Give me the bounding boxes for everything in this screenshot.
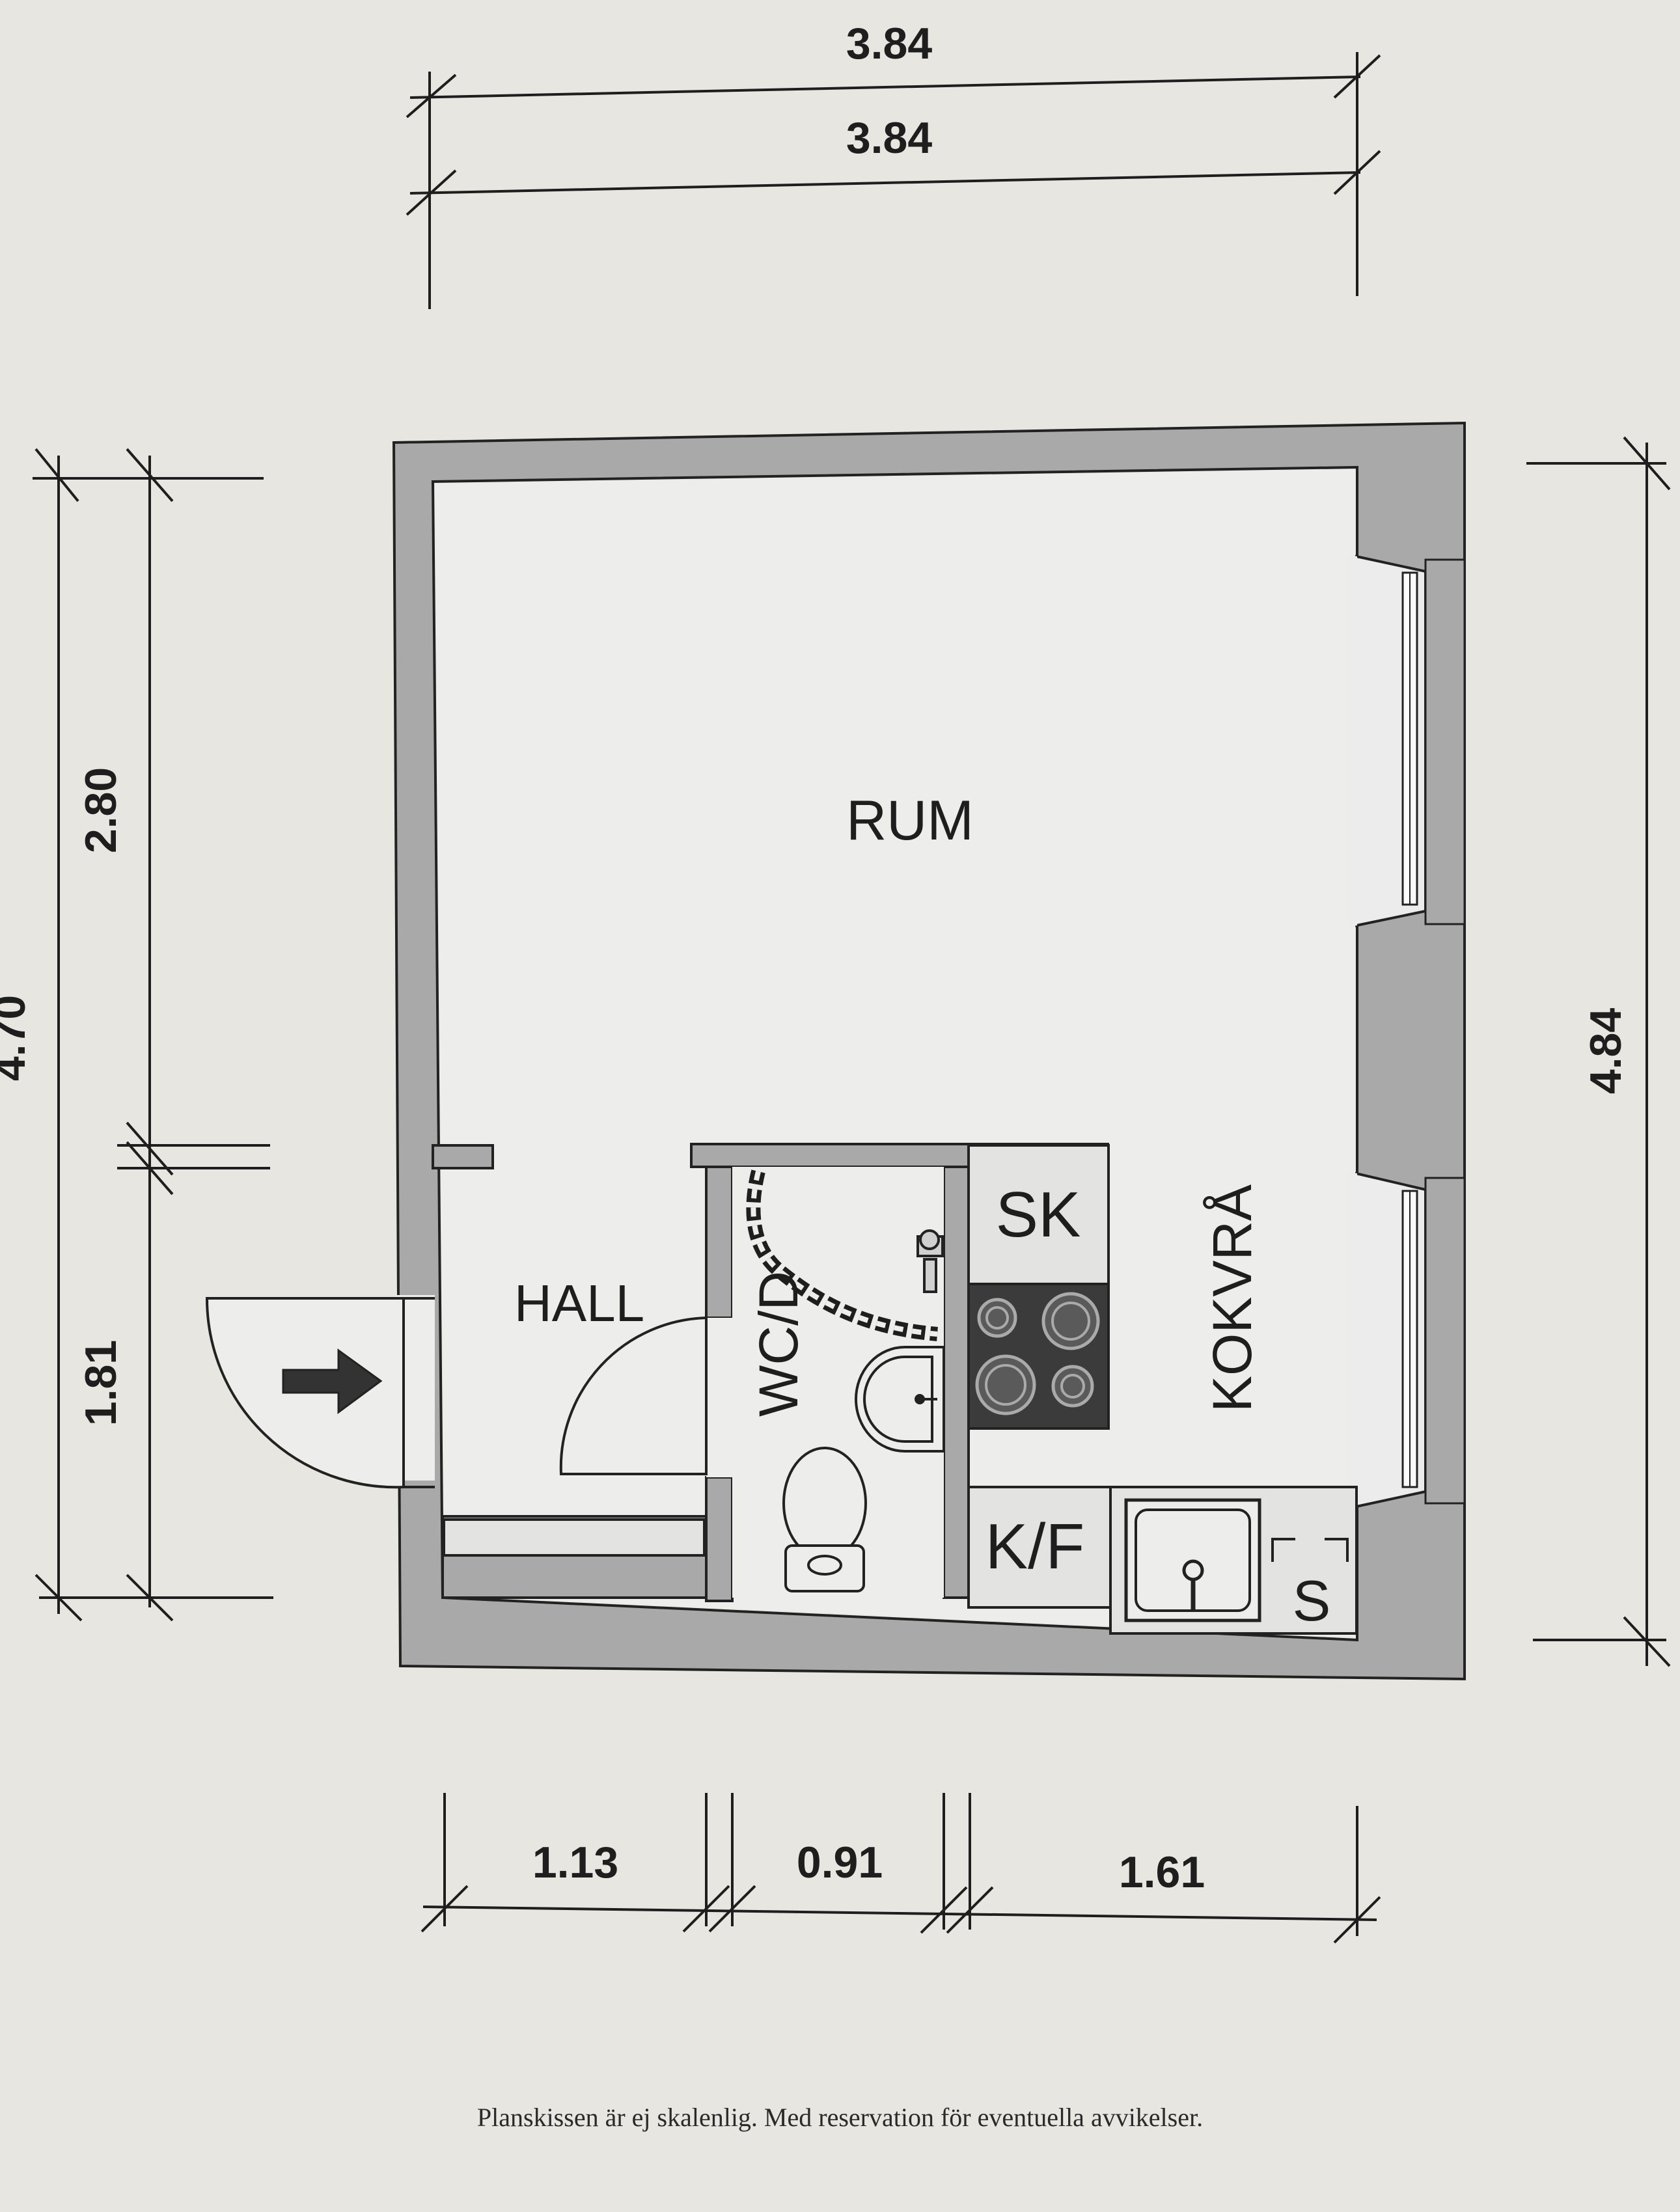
- shower-curtain: [746, 1169, 938, 1341]
- room-label-kokvra: KOKVRÅ: [1202, 1184, 1263, 1412]
- dimension-right: [1526, 436, 1671, 1667]
- room-label-rum: RUM: [846, 789, 974, 852]
- toilet-icon: [782, 1447, 867, 1592]
- dimension-bottom: [420, 1793, 1381, 1944]
- wardrobe: [967, 1144, 1110, 1285]
- dishwasher-label: S: [1293, 1568, 1331, 1633]
- kitchen-counter: [1109, 1486, 1358, 1635]
- dimension-left-outer-label: 4.70: [0, 995, 34, 1081]
- shower-tap-icon: [916, 1229, 944, 1293]
- room-label-hall: HALL: [514, 1274, 644, 1332]
- dimension-top-outer-label: 3.84: [846, 19, 933, 68]
- dimension-left-upper-label: 2.80: [76, 767, 126, 853]
- fridge: [967, 1486, 1112, 1609]
- dimension-bottom-hall-label: 1.13: [532, 1838, 618, 1887]
- dimension-top-outer: [406, 52, 1381, 309]
- room-label-wcd: WC/D: [748, 1271, 809, 1417]
- wardrobe-label: SK: [996, 1179, 1081, 1250]
- window-upper: [1346, 553, 1466, 929]
- dimension-left: [33, 448, 273, 1622]
- dimension-bottom-kitchen-label: 1.61: [1119, 1848, 1205, 1897]
- entrance-arrow-icon: [282, 1348, 383, 1414]
- dimension-top-inner-label: 3.84: [846, 113, 933, 163]
- dimension-left-lower-label: 1.81: [76, 1340, 126, 1426]
- dimension-bottom-wc-label: 0.91: [797, 1838, 883, 1887]
- wc-door: [559, 1316, 732, 1477]
- fridge-label: K/F: [985, 1510, 1084, 1582]
- dimension-right-label: 4.84: [1581, 1008, 1631, 1095]
- stove-icon: [967, 1283, 1110, 1430]
- washbasin-icon: [855, 1346, 945, 1453]
- window-lower: [1346, 1169, 1466, 1510]
- dimension-top-inner: [406, 150, 1381, 216]
- disclaimer-text: Planskissen är ej skalenlig. Med reserva…: [476, 2103, 1204, 2132]
